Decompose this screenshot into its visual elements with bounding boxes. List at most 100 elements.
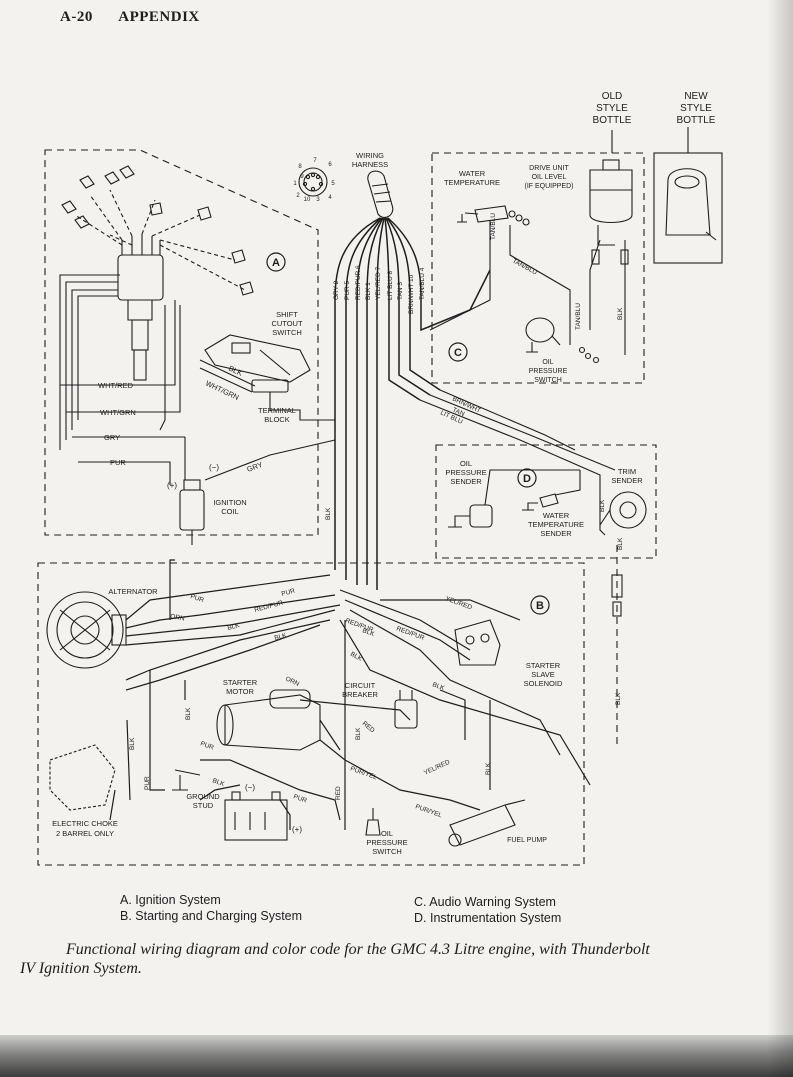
wire-label-blk-b-2: BLK [349, 651, 364, 664]
wire-label-wht-red: WHT/RED [98, 381, 134, 390]
section-title: APPENDIX [118, 9, 200, 25]
battery-minus: (−) [245, 783, 255, 792]
wire-label-orn-starter: ORN [284, 675, 300, 688]
wire-label-pur-choke: PUR [144, 776, 151, 790]
oil-pressure-sender-label-2: PRESSURE [445, 468, 486, 477]
oil-pressure-switch-b-label-1: OIL [381, 829, 393, 838]
section-markers: A C D B [266, 252, 550, 615]
harness-wire-label: GRY 2 [333, 280, 340, 300]
old-bottle [589, 159, 633, 265]
wire-label-gry: GRY [104, 433, 120, 442]
wire-label-blk-ground: BLK [211, 777, 226, 788]
section-marker-b: B [536, 600, 544, 612]
pin-label: 6 [328, 162, 332, 168]
terminal-block-label-2: BLOCK [264, 415, 289, 424]
water-temp-c-label-2: TEMPERATURE [444, 178, 500, 187]
wiring-harness-label-1: WIRING [356, 151, 384, 160]
starter-motor-part [216, 689, 321, 751]
wire-label-blk-switch: BLK [227, 364, 244, 378]
trim-connector [611, 574, 623, 598]
wire-label-blk-starter: BLK [185, 707, 192, 720]
terminal-block-label-1: TERMINAL [258, 406, 296, 415]
figure-caption: Functional wiring diagram and color code… [20, 940, 740, 978]
water-temp-sender-label-3: SENDER [540, 529, 572, 538]
wire-label-blk-choke: BLK [129, 737, 136, 750]
wire-label-blk-b: BLK [361, 627, 376, 638]
wire-label-pur-yel-2: PUR/YEL [414, 803, 443, 819]
solenoid-label-2: SLAVE [531, 670, 555, 679]
harness-wire-label: TAN/BLU 4 [419, 267, 426, 300]
harness-wire-label: RED/PUR 6 [355, 265, 362, 300]
pin-label: 7 [313, 158, 317, 164]
box-b [37, 562, 585, 866]
pin-label: 10 [304, 197, 311, 203]
new-bottle [665, 168, 717, 241]
section-marker-c: C [454, 347, 462, 359]
wire-label-blk-alt: BLK [227, 622, 241, 632]
new-bottle-box [653, 152, 723, 264]
alternator-label: ALTERNATOR [108, 587, 158, 596]
pin-label: 4 [328, 195, 332, 201]
wire-label-gry-coil: GRY [246, 460, 264, 474]
oil-pressure-switch-b-part [365, 808, 381, 836]
caption-line-1: Functional wiring diagram and color code… [66, 941, 650, 958]
connector-face [298, 167, 328, 197]
spark-plugs [61, 165, 254, 296]
coil-minus: (−) [209, 463, 219, 472]
pin-label: 9 [300, 174, 304, 180]
wire-label-blk-trim-2: BLK [615, 692, 622, 705]
caption-line-2: IV Ignition System. [20, 960, 142, 977]
trim-sender [599, 491, 647, 529]
wire-label-blk-alt-2: BLK [274, 632, 288, 642]
old-bottle-label-1: OLD [602, 91, 623, 102]
shift-cutout-switch [204, 334, 311, 383]
section-a-wires [60, 300, 336, 485]
wiring-harness-label-2: HARNESS [352, 160, 388, 169]
wire-label-red-b: RED [335, 786, 342, 800]
section-marker-d: D [523, 473, 531, 485]
section-marker-a: A [272, 257, 280, 269]
oil-pressure-switch-c-part [525, 317, 600, 364]
legend-a: A. Ignition System [120, 893, 221, 907]
pin-label: 2 [296, 193, 300, 199]
wire-label-tan-blu-2: TAN/BLU [490, 213, 497, 240]
ground-stud-label-1: GROUND [186, 792, 220, 801]
fuel-pump-label: FUEL PUMP [507, 837, 547, 844]
oil-pressure-sender-label-1: OIL [460, 459, 472, 468]
starter-motor-label-2: MOTOR [226, 687, 254, 696]
spark-plug-wires [74, 189, 246, 291]
wire-label-red-cb: RED [361, 720, 376, 734]
wire-label-pur-alt: PUR [189, 593, 205, 604]
wire-label-tan: TAN [451, 406, 466, 418]
wire-label-wht-grn-switch: WHT/GRN [204, 379, 240, 402]
shift-cutout-label-3: SWITCH [272, 328, 302, 337]
wire-label-tan-blu: TAN/BLU [511, 258, 538, 277]
circuit-breaker-label-1: CIRCUIT [345, 681, 376, 690]
solenoid-label-1: STARTER [526, 661, 561, 670]
drive-unit-label-2: OIL LEVEL [532, 174, 567, 181]
page-number: A-20 [60, 9, 93, 25]
box-a [44, 149, 319, 536]
oil-pressure-switch-b-label-3: SWITCH [372, 847, 402, 856]
legend-c: C. Audio Warning System [414, 895, 556, 909]
harness-wire-label: PUR 5 [344, 280, 351, 300]
wire-label-pur-yel: PUR/YEL [349, 765, 378, 781]
new-bottle-label-1: NEW [684, 91, 708, 102]
harness-wire-label: YEL/RED 7 [375, 266, 382, 300]
legend-left: A. Ignition System B. Starting and Charg… [120, 892, 302, 924]
oil-pressure-switch-c-label-3: SWITCH [534, 377, 562, 384]
water-temp-sender-label-1: WATER [543, 511, 570, 520]
terminal-block [199, 359, 335, 421]
starter-motor-label-1: STARTER [223, 678, 258, 687]
starter-slave-solenoid-part [454, 619, 501, 666]
wire-label-pur: PUR [110, 458, 126, 467]
distributor [59, 234, 164, 450]
legend-right: C. Audio Warning System D. Instrumentati… [414, 894, 561, 926]
pin-label: 1 [293, 181, 297, 187]
wire-label-orn-alt: ORN [170, 613, 186, 622]
pin-label: 8 [298, 164, 302, 170]
ignition-coil [179, 479, 205, 545]
battery-plus: (+) [292, 825, 302, 834]
wire-label-pur-battery: PUR [292, 793, 308, 804]
